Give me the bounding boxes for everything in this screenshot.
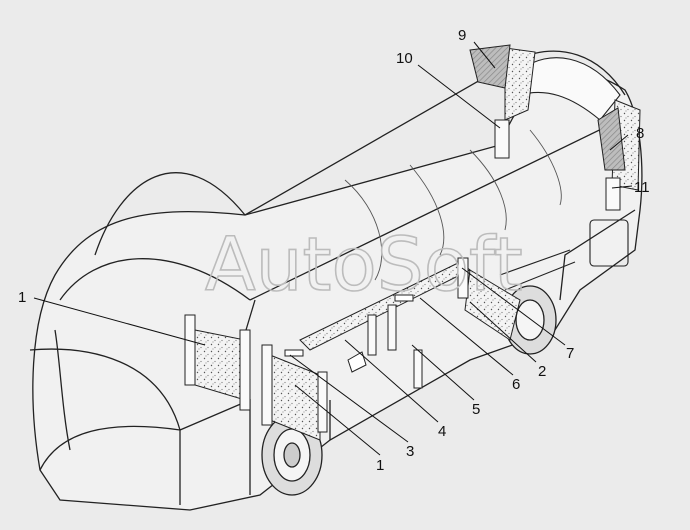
callout-8: 8 <box>636 125 644 142</box>
callout-5: 5 <box>472 401 480 418</box>
callouts: 1 1 2 3 4 5 6 7 8 9 10 11 <box>18 27 650 474</box>
callout-7: 7 <box>566 345 574 362</box>
callout-1-left: 1 <box>18 289 26 306</box>
pillars <box>184 119 621 433</box>
callout-10: 10 <box>396 50 413 67</box>
insulation-panels <box>194 47 641 441</box>
bus-body <box>29 50 643 511</box>
rear-window <box>499 57 629 291</box>
callout-4: 4 <box>438 423 446 440</box>
roof-panel-lines <box>344 129 562 281</box>
callout-6: 6 <box>512 376 520 393</box>
callout-3: 3 <box>406 443 414 460</box>
brackets <box>284 294 414 373</box>
watermark: AutoSoft <box>205 222 523 308</box>
callout-2: 2 <box>538 363 546 380</box>
callout-11: 11 <box>634 179 650 196</box>
callout-9: 9 <box>458 27 466 44</box>
leader-lines <box>33 41 633 456</box>
hatched-insulation <box>469 44 626 171</box>
callout-1-bottom: 1 <box>376 457 384 474</box>
